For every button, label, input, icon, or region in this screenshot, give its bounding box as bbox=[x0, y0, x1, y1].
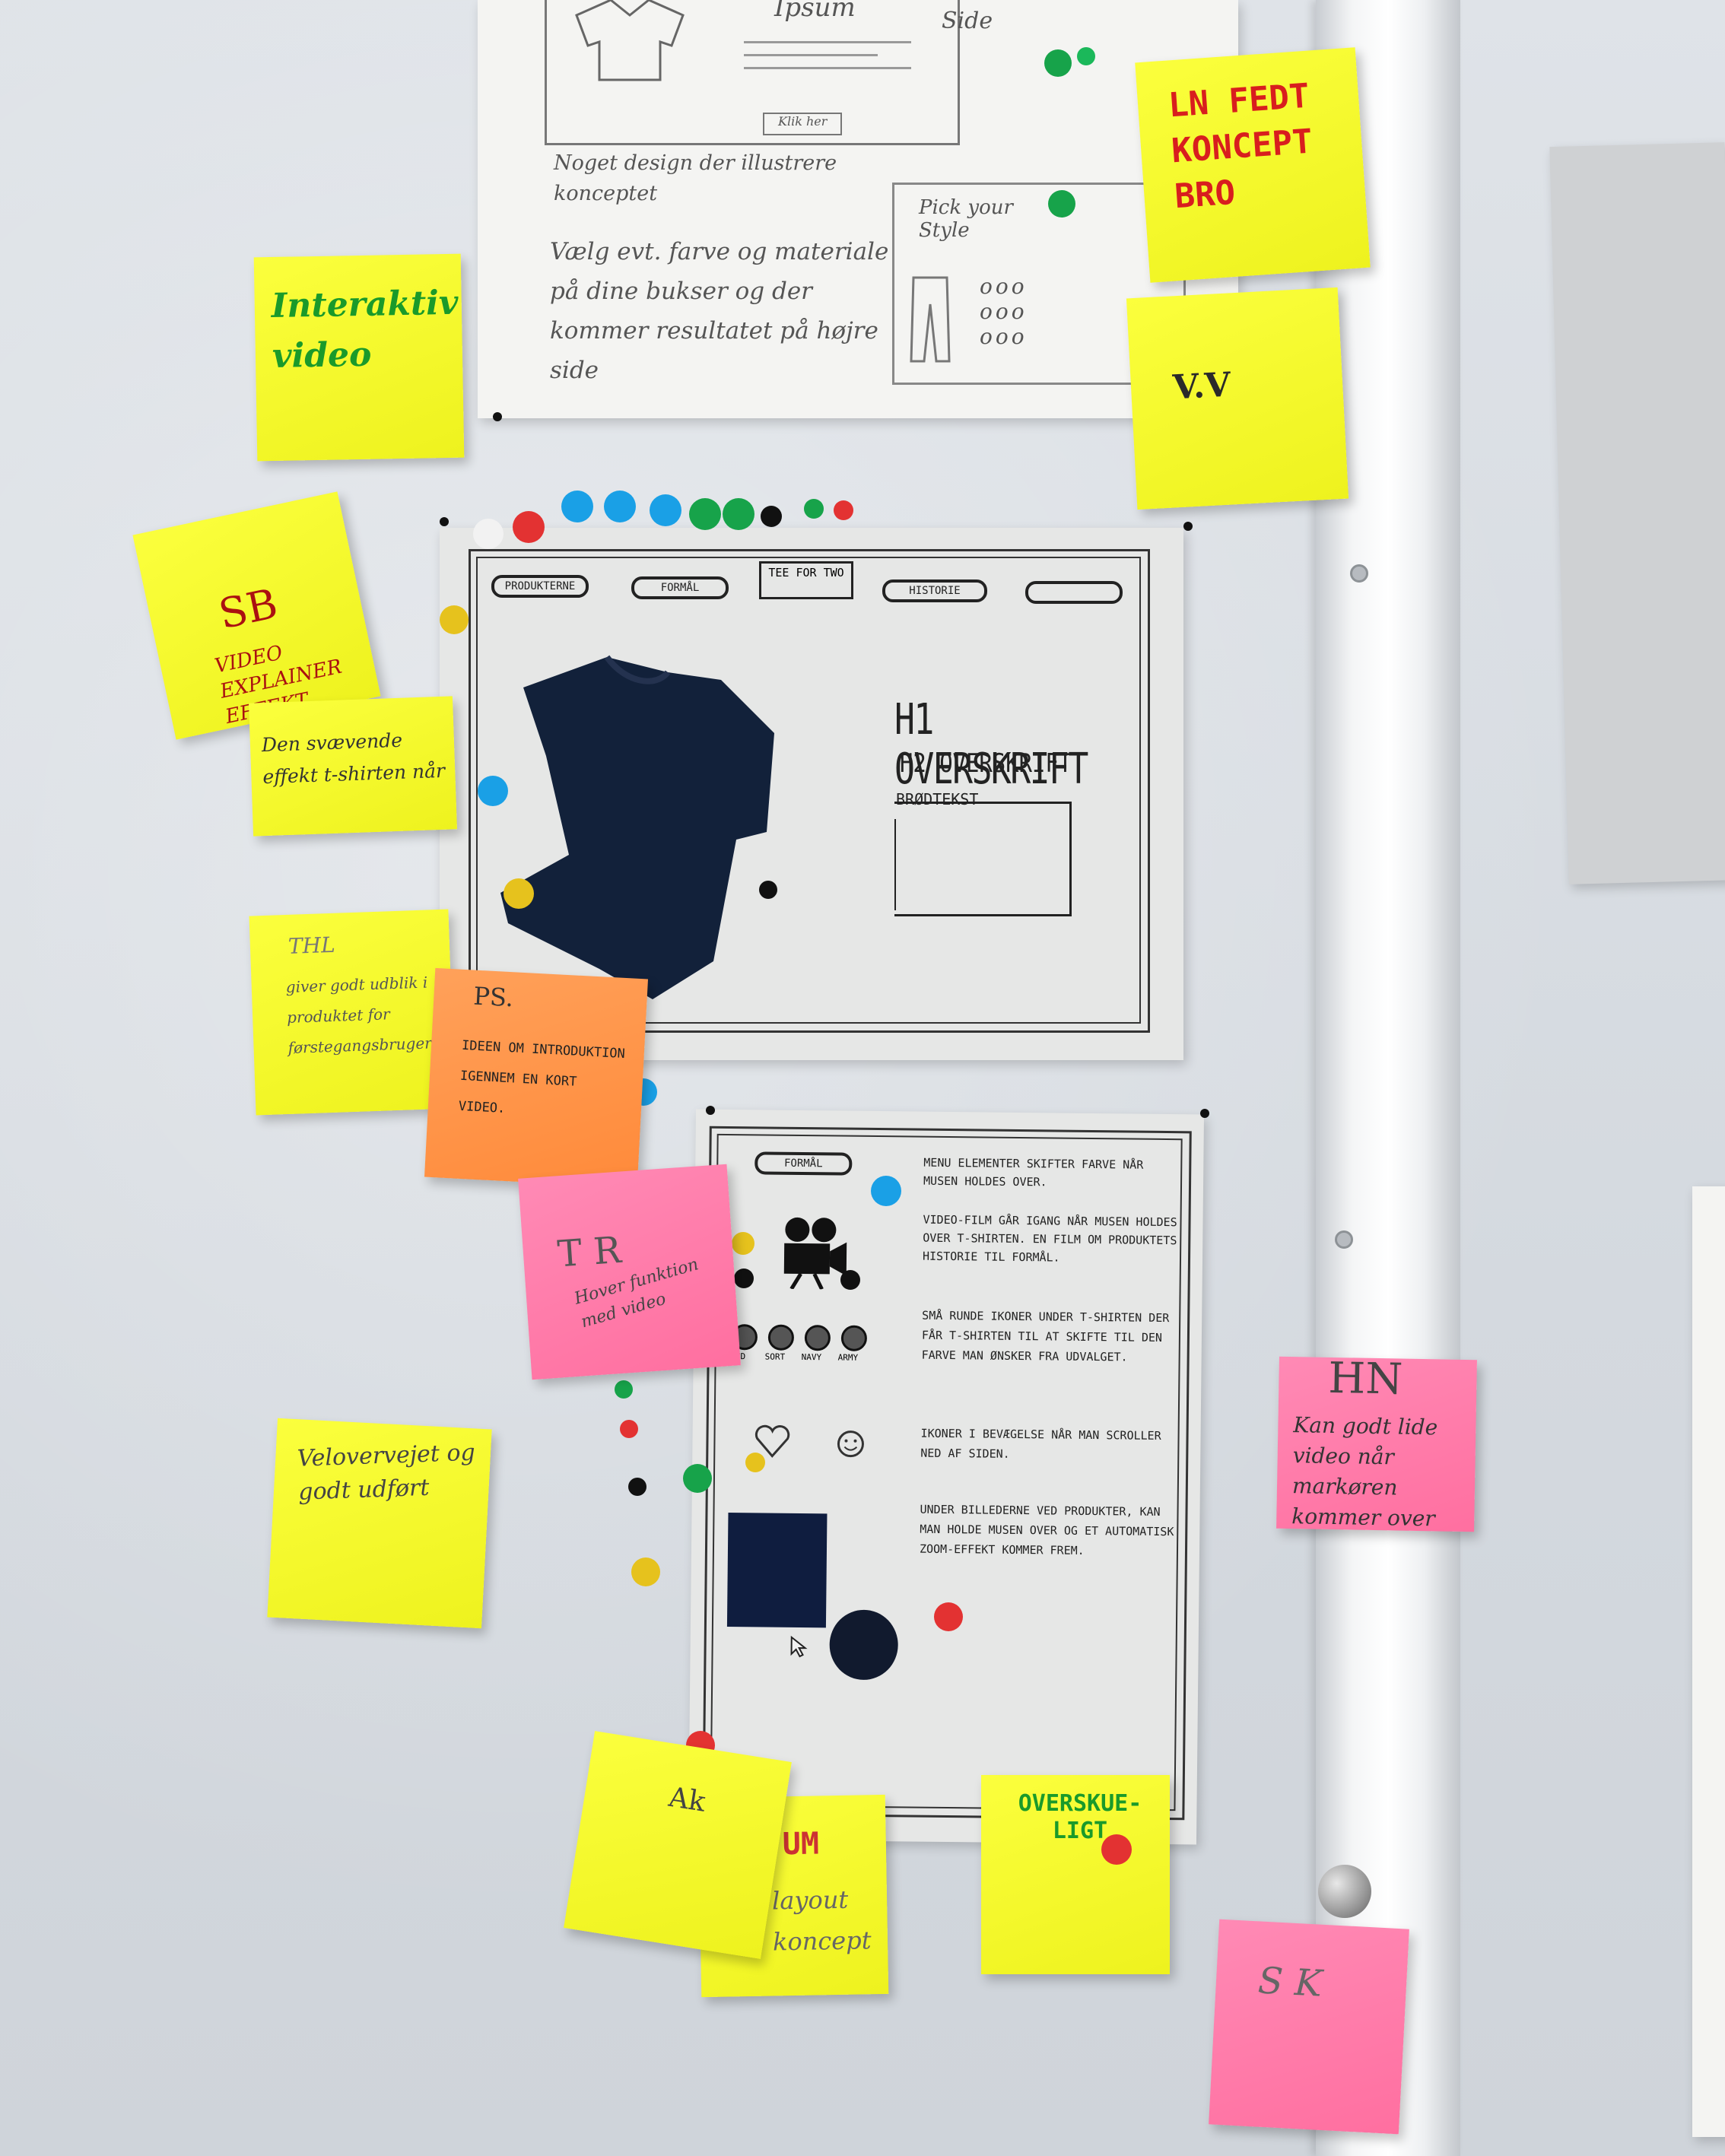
sketch-button: Klik her bbox=[763, 113, 842, 135]
nav-formaal[interactable]: FORMÅL bbox=[631, 576, 729, 599]
bottom-wireframe-paper: FORMÅL SAND SORT NAVY ARMY MENU ELEMENTE… bbox=[688, 1109, 1205, 1845]
video-camera-icon bbox=[783, 1217, 847, 1290]
sketch-ipsum: Ipsum bbox=[774, 0, 856, 23]
wireframe-border bbox=[469, 549, 1150, 1033]
green-dot bbox=[723, 498, 754, 530]
note-den-svaevende: Den svævende effekt t-shirten når bbox=[249, 696, 457, 837]
paragraph-icons: SMÅ RUNDE IKONER UNDER T-SHIRTEN DER FÅR… bbox=[921, 1308, 1170, 1364]
red-dot bbox=[620, 1420, 638, 1438]
sketch-choose-note: Vælg evt. farve og materiale på dine buk… bbox=[550, 238, 889, 384]
black-dot bbox=[734, 1269, 754, 1288]
paragraph-menu: MENU ELEMENTER SKIFTER FARVE NÅR MUSEN H… bbox=[923, 1155, 1144, 1189]
note-ak: Ak bbox=[564, 1731, 792, 1959]
note-thl: THL giver godt udblik i produktet for fø… bbox=[249, 909, 456, 1116]
nav-empty[interactable] bbox=[1025, 581, 1123, 604]
neighbor-paper-bottom bbox=[1692, 1186, 1725, 2137]
tshirt-image bbox=[500, 655, 774, 999]
body-text-label: BRØDTEKST bbox=[896, 790, 979, 808]
blue-dot bbox=[604, 491, 636, 522]
middle-wireframe-paper: PRODUKTERNE FORMÅL TEE FOR TWO HISTORIE … bbox=[440, 528, 1183, 1060]
neighbor-paper-top bbox=[1549, 142, 1725, 884]
top-sketch-paper: Ipsum Side Klik her Noget design der ill… bbox=[478, 0, 1238, 418]
black-dot bbox=[840, 1270, 860, 1290]
rail-screw bbox=[1335, 1230, 1353, 1249]
nav-historie[interactable]: HISTORIE bbox=[882, 579, 987, 602]
pin bbox=[440, 517, 449, 526]
paragraph-zoom: UNDER BILLEDERNE VED PRODUKTER, KAN MAN … bbox=[919, 1502, 1174, 1557]
sketch-side: Side bbox=[942, 8, 993, 34]
h1-heading: H1 OVERSKRIFT bbox=[894, 695, 1088, 794]
swatch-label-army: ARMY bbox=[837, 1352, 859, 1363]
sketch-tshirt-box bbox=[545, 0, 960, 145]
swatch-navy[interactable] bbox=[804, 1325, 831, 1351]
green-dot bbox=[1077, 47, 1095, 65]
blue-dot bbox=[871, 1176, 901, 1206]
white-dot bbox=[473, 519, 504, 549]
red-dot bbox=[513, 511, 545, 543]
nav-formaal[interactable]: FORMÅL bbox=[754, 1151, 853, 1176]
wireframe-border-inner bbox=[476, 557, 1141, 1024]
pin bbox=[493, 412, 502, 421]
sketch-text-lines bbox=[744, 30, 911, 80]
nav-tee-for-two[interactable]: TEE FOR TWO bbox=[759, 561, 853, 599]
green-dot bbox=[683, 1464, 712, 1493]
yellow-dot bbox=[504, 878, 534, 909]
paragraph-video: VIDEO-FILM GÅR IGANG NÅR MUSEN HOLDES OV… bbox=[922, 1212, 1177, 1265]
body-text-box-left bbox=[894, 819, 896, 910]
body-text-box bbox=[894, 802, 1072, 916]
rail-knob bbox=[1318, 1865, 1371, 1918]
green-dot bbox=[689, 498, 721, 530]
red-dot bbox=[834, 500, 853, 520]
note-overskueligt: OVERSKUE-LIGT bbox=[981, 1775, 1170, 1974]
note-ln: LN FEDT KONCEPT BRO bbox=[1135, 47, 1371, 283]
pin bbox=[706, 1106, 715, 1115]
note-sk: S K bbox=[1209, 1919, 1409, 2135]
cursor-icon bbox=[790, 1635, 808, 1658]
green-dot bbox=[804, 499, 824, 519]
black-dot bbox=[628, 1478, 646, 1496]
green-dot bbox=[1044, 49, 1072, 77]
red-dot bbox=[1101, 1834, 1132, 1865]
note-velovervejet: Velovervejet og godt udført bbox=[267, 1418, 492, 1629]
sketch-tshirt-icon bbox=[575, 0, 685, 81]
sketch-pick-style: Pick your Style bbox=[919, 196, 1013, 242]
blue-dot bbox=[561, 491, 593, 522]
blue-dot bbox=[650, 494, 681, 526]
yellow-dot bbox=[440, 605, 469, 634]
yellow-dot bbox=[631, 1557, 660, 1586]
swatch-army[interactable] bbox=[840, 1325, 868, 1351]
swatch-label-sort: SORT bbox=[764, 1351, 786, 1362]
note-vv: V.V bbox=[1126, 287, 1349, 510]
blue-dot bbox=[478, 776, 508, 806]
rail-screw bbox=[1350, 564, 1368, 583]
heart-icon bbox=[754, 1424, 790, 1458]
note-interaktiv-video: Interaktiv video bbox=[253, 253, 465, 462]
red-dot bbox=[934, 1602, 963, 1631]
black-dot bbox=[759, 881, 777, 899]
nav-produkterne[interactable]: PRODUKTERNE bbox=[491, 575, 589, 598]
black-dot bbox=[761, 506, 782, 527]
pin bbox=[1200, 1109, 1209, 1118]
black-tshirt-circle bbox=[829, 1609, 899, 1681]
sketch-pants-icon bbox=[910, 276, 951, 363]
yellow-dot bbox=[745, 1453, 765, 1472]
green-dot bbox=[615, 1380, 633, 1399]
swatch-sort[interactable] bbox=[767, 1324, 795, 1351]
navy-swatch-image bbox=[726, 1513, 828, 1628]
sketch-style-box bbox=[892, 183, 1186, 385]
h2-heading: H2 OVERSKRIFT bbox=[900, 748, 1072, 779]
yellow-dot bbox=[732, 1232, 754, 1255]
pin bbox=[1183, 522, 1193, 531]
swatch-label-navy: NAVY bbox=[801, 1351, 822, 1363]
note-hn: HN Kan godt lide video når markøren komm… bbox=[1276, 1354, 1477, 1532]
smiley-icon bbox=[837, 1430, 864, 1458]
sketch-design-note: Noget design der illustrere konceptet bbox=[554, 151, 837, 205]
green-dot bbox=[1048, 190, 1075, 218]
note-tr: T R Hover funktion med video bbox=[518, 1164, 741, 1380]
note-ps: PS. IDEEN OM INTRODUKTION IGENNEM EN KOR… bbox=[424, 967, 649, 1189]
paragraph-scroll: IKONER I BEVÆGELSE NÅR MAN SCROLLER NED … bbox=[920, 1426, 1161, 1461]
